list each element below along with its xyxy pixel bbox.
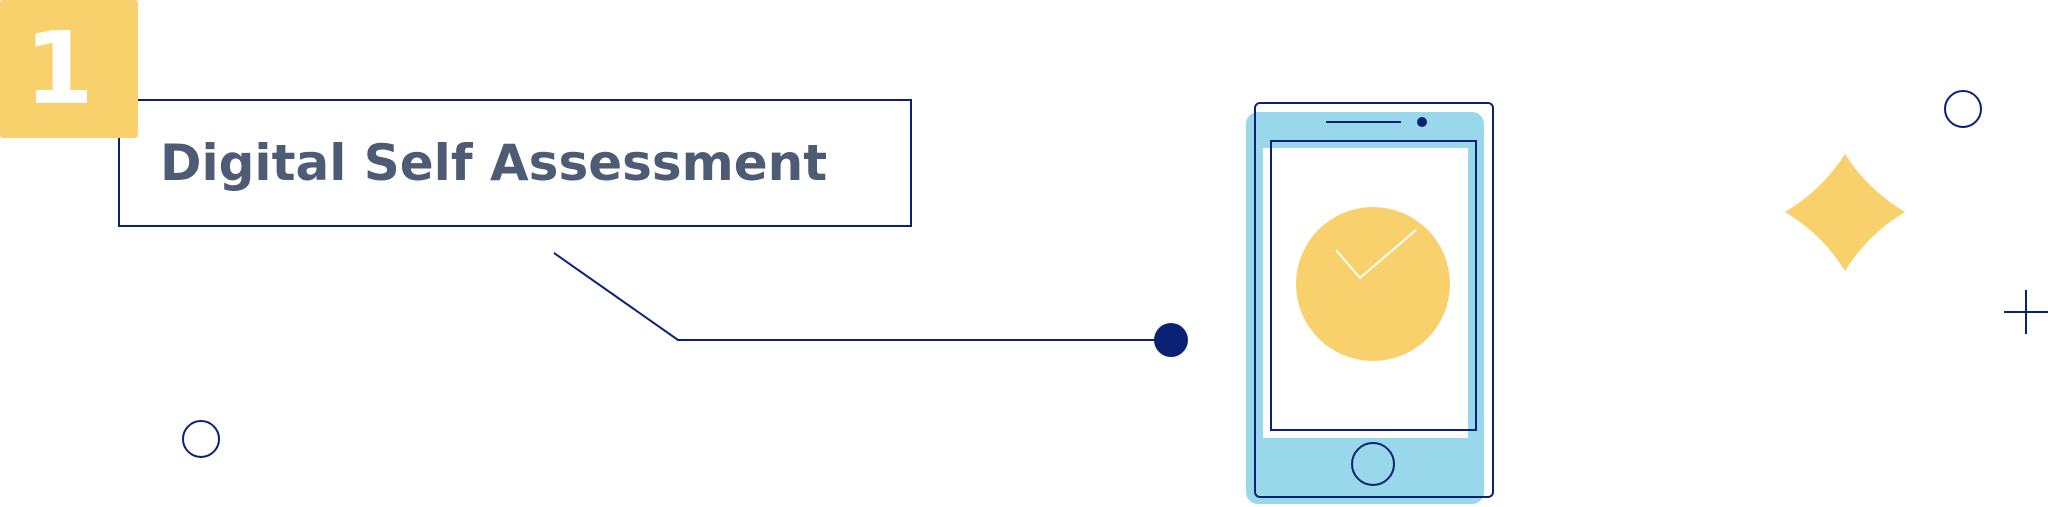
step-badge xyxy=(0,0,138,138)
checkmark-stroke xyxy=(1335,229,1417,280)
step-title: Digital Self Assessment xyxy=(160,134,828,192)
sparkle-star-icon xyxy=(1785,154,1905,271)
phone-camera xyxy=(1417,117,1427,127)
connector-line xyxy=(553,252,1170,341)
step-number: 1 xyxy=(24,10,94,127)
ring-decoration-left xyxy=(182,420,220,458)
phone-home-button xyxy=(1351,442,1395,486)
connector-dot xyxy=(1154,323,1188,357)
ring-decoration-right xyxy=(1944,90,1982,128)
title-box xyxy=(118,99,912,227)
phone-body xyxy=(1254,102,1494,498)
phone-screen xyxy=(1270,140,1477,431)
checkmark-icon xyxy=(1296,207,1450,361)
checkmark-circle xyxy=(1296,207,1450,361)
plus-icon xyxy=(2004,290,2048,334)
